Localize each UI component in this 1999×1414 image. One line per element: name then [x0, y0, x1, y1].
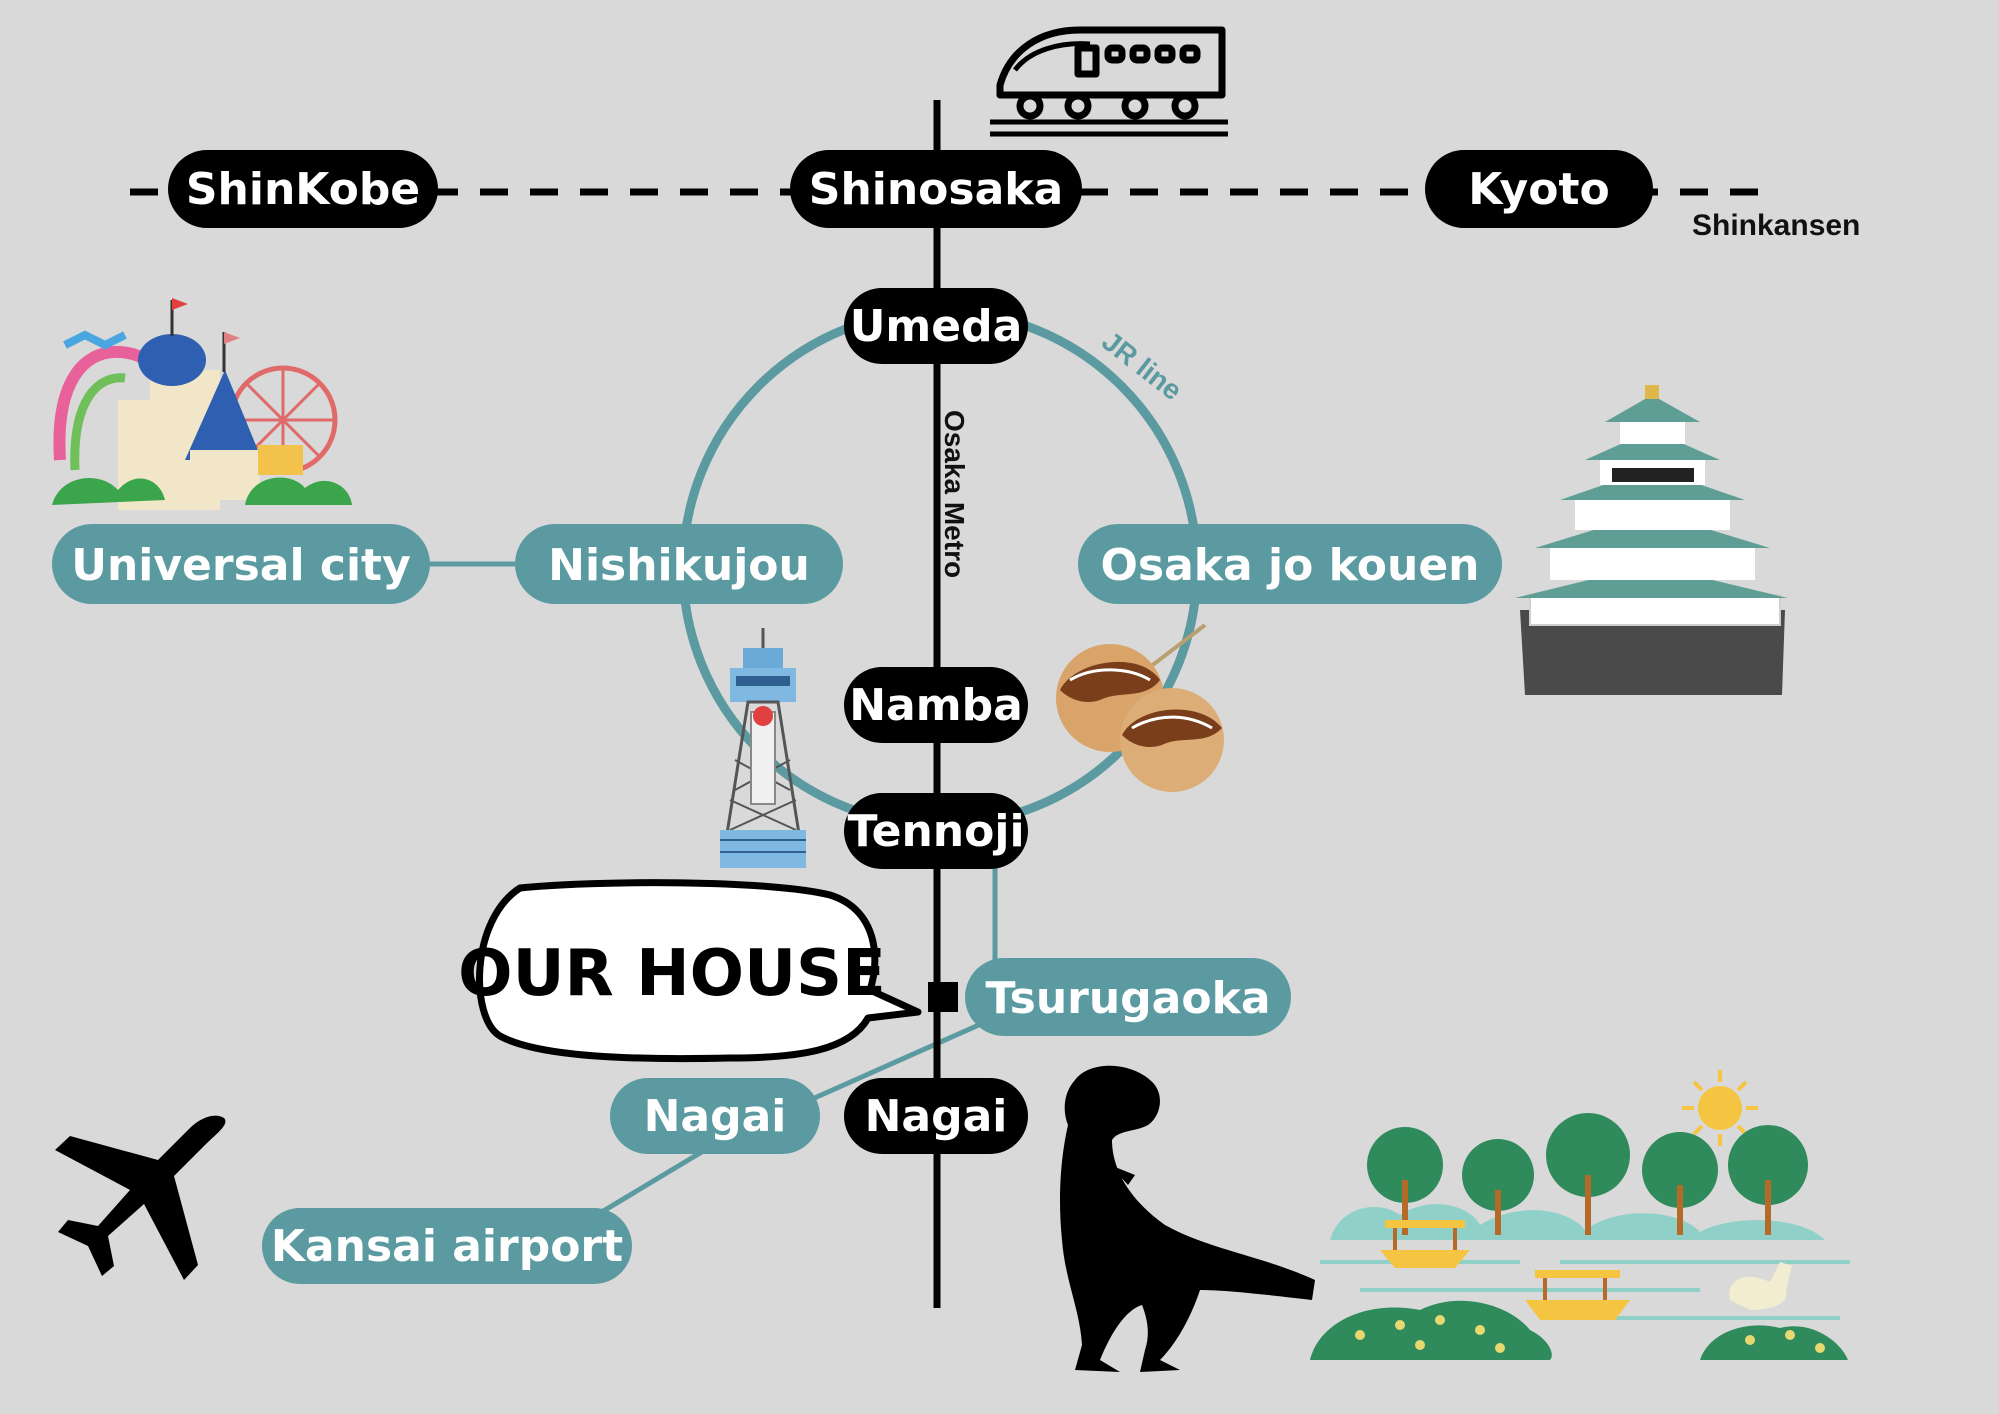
- station-umeda[interactable]: Umeda: [844, 288, 1028, 364]
- station-name: Umeda: [850, 301, 1023, 352]
- airplane-icon: [55, 1115, 226, 1280]
- tsutenkaku-tower-icon: [720, 628, 806, 868]
- station-tennoji[interactable]: Tennoji: [844, 793, 1028, 869]
- station-nagai-jr[interactable]: Nagai: [610, 1078, 820, 1154]
- shinkansen-label: Shinkansen: [1692, 209, 1860, 242]
- park-icon: [1310, 1070, 1850, 1360]
- station-name: Tsurugaoka: [985, 973, 1270, 1024]
- our-house-callout[interactable]: OUR HOUSE: [458, 879, 922, 1063]
- station-namba[interactable]: Namba: [844, 667, 1028, 743]
- station-name: Osaka jo kouen: [1101, 540, 1480, 591]
- amusement-park-icon: [52, 298, 352, 510]
- station-nagai-metro[interactable]: Nagai: [844, 1078, 1028, 1154]
- station-universal-city[interactable]: Universal city: [52, 524, 430, 604]
- osaka-castle-icon: [1515, 385, 1788, 695]
- station-name: Tennoji: [847, 806, 1024, 857]
- train-icon: [990, 26, 1228, 137]
- takoyaki-icon: [1056, 623, 1224, 792]
- station-kyoto[interactable]: Kyoto: [1425, 150, 1653, 228]
- station-shinkobe[interactable]: ShinKobe: [168, 150, 438, 228]
- station-kansai-airport[interactable]: Kansai airport: [262, 1208, 632, 1284]
- jr-line-label: JR line: [1096, 325, 1187, 406]
- our-house-label: OUR HOUSE: [458, 937, 886, 1011]
- station-nishikujou[interactable]: Nishikujou: [515, 524, 843, 604]
- station-osaka-jo-kouen[interactable]: Osaka jo kouen: [1078, 524, 1502, 604]
- station-name: Kansai airport: [271, 1221, 623, 1272]
- house-marker: [928, 982, 958, 1012]
- station-shinosaka[interactable]: Shinosaka: [790, 150, 1082, 228]
- station-name: Universal city: [71, 540, 411, 591]
- station-name: Shinosaka: [809, 164, 1063, 215]
- station-name: Nagai: [644, 1091, 787, 1142]
- station-name: Namba: [849, 680, 1023, 731]
- station-name: Nishikujou: [548, 540, 810, 591]
- station-name: Kyoto: [1468, 164, 1609, 215]
- osaka-metro-label: Osaka Metro: [939, 410, 970, 578]
- station-tsurugaoka[interactable]: Tsurugaoka: [965, 958, 1291, 1036]
- station-name: Nagai: [865, 1091, 1008, 1142]
- dinosaur-icon: [1060, 1065, 1315, 1372]
- station-name: ShinKobe: [186, 164, 420, 215]
